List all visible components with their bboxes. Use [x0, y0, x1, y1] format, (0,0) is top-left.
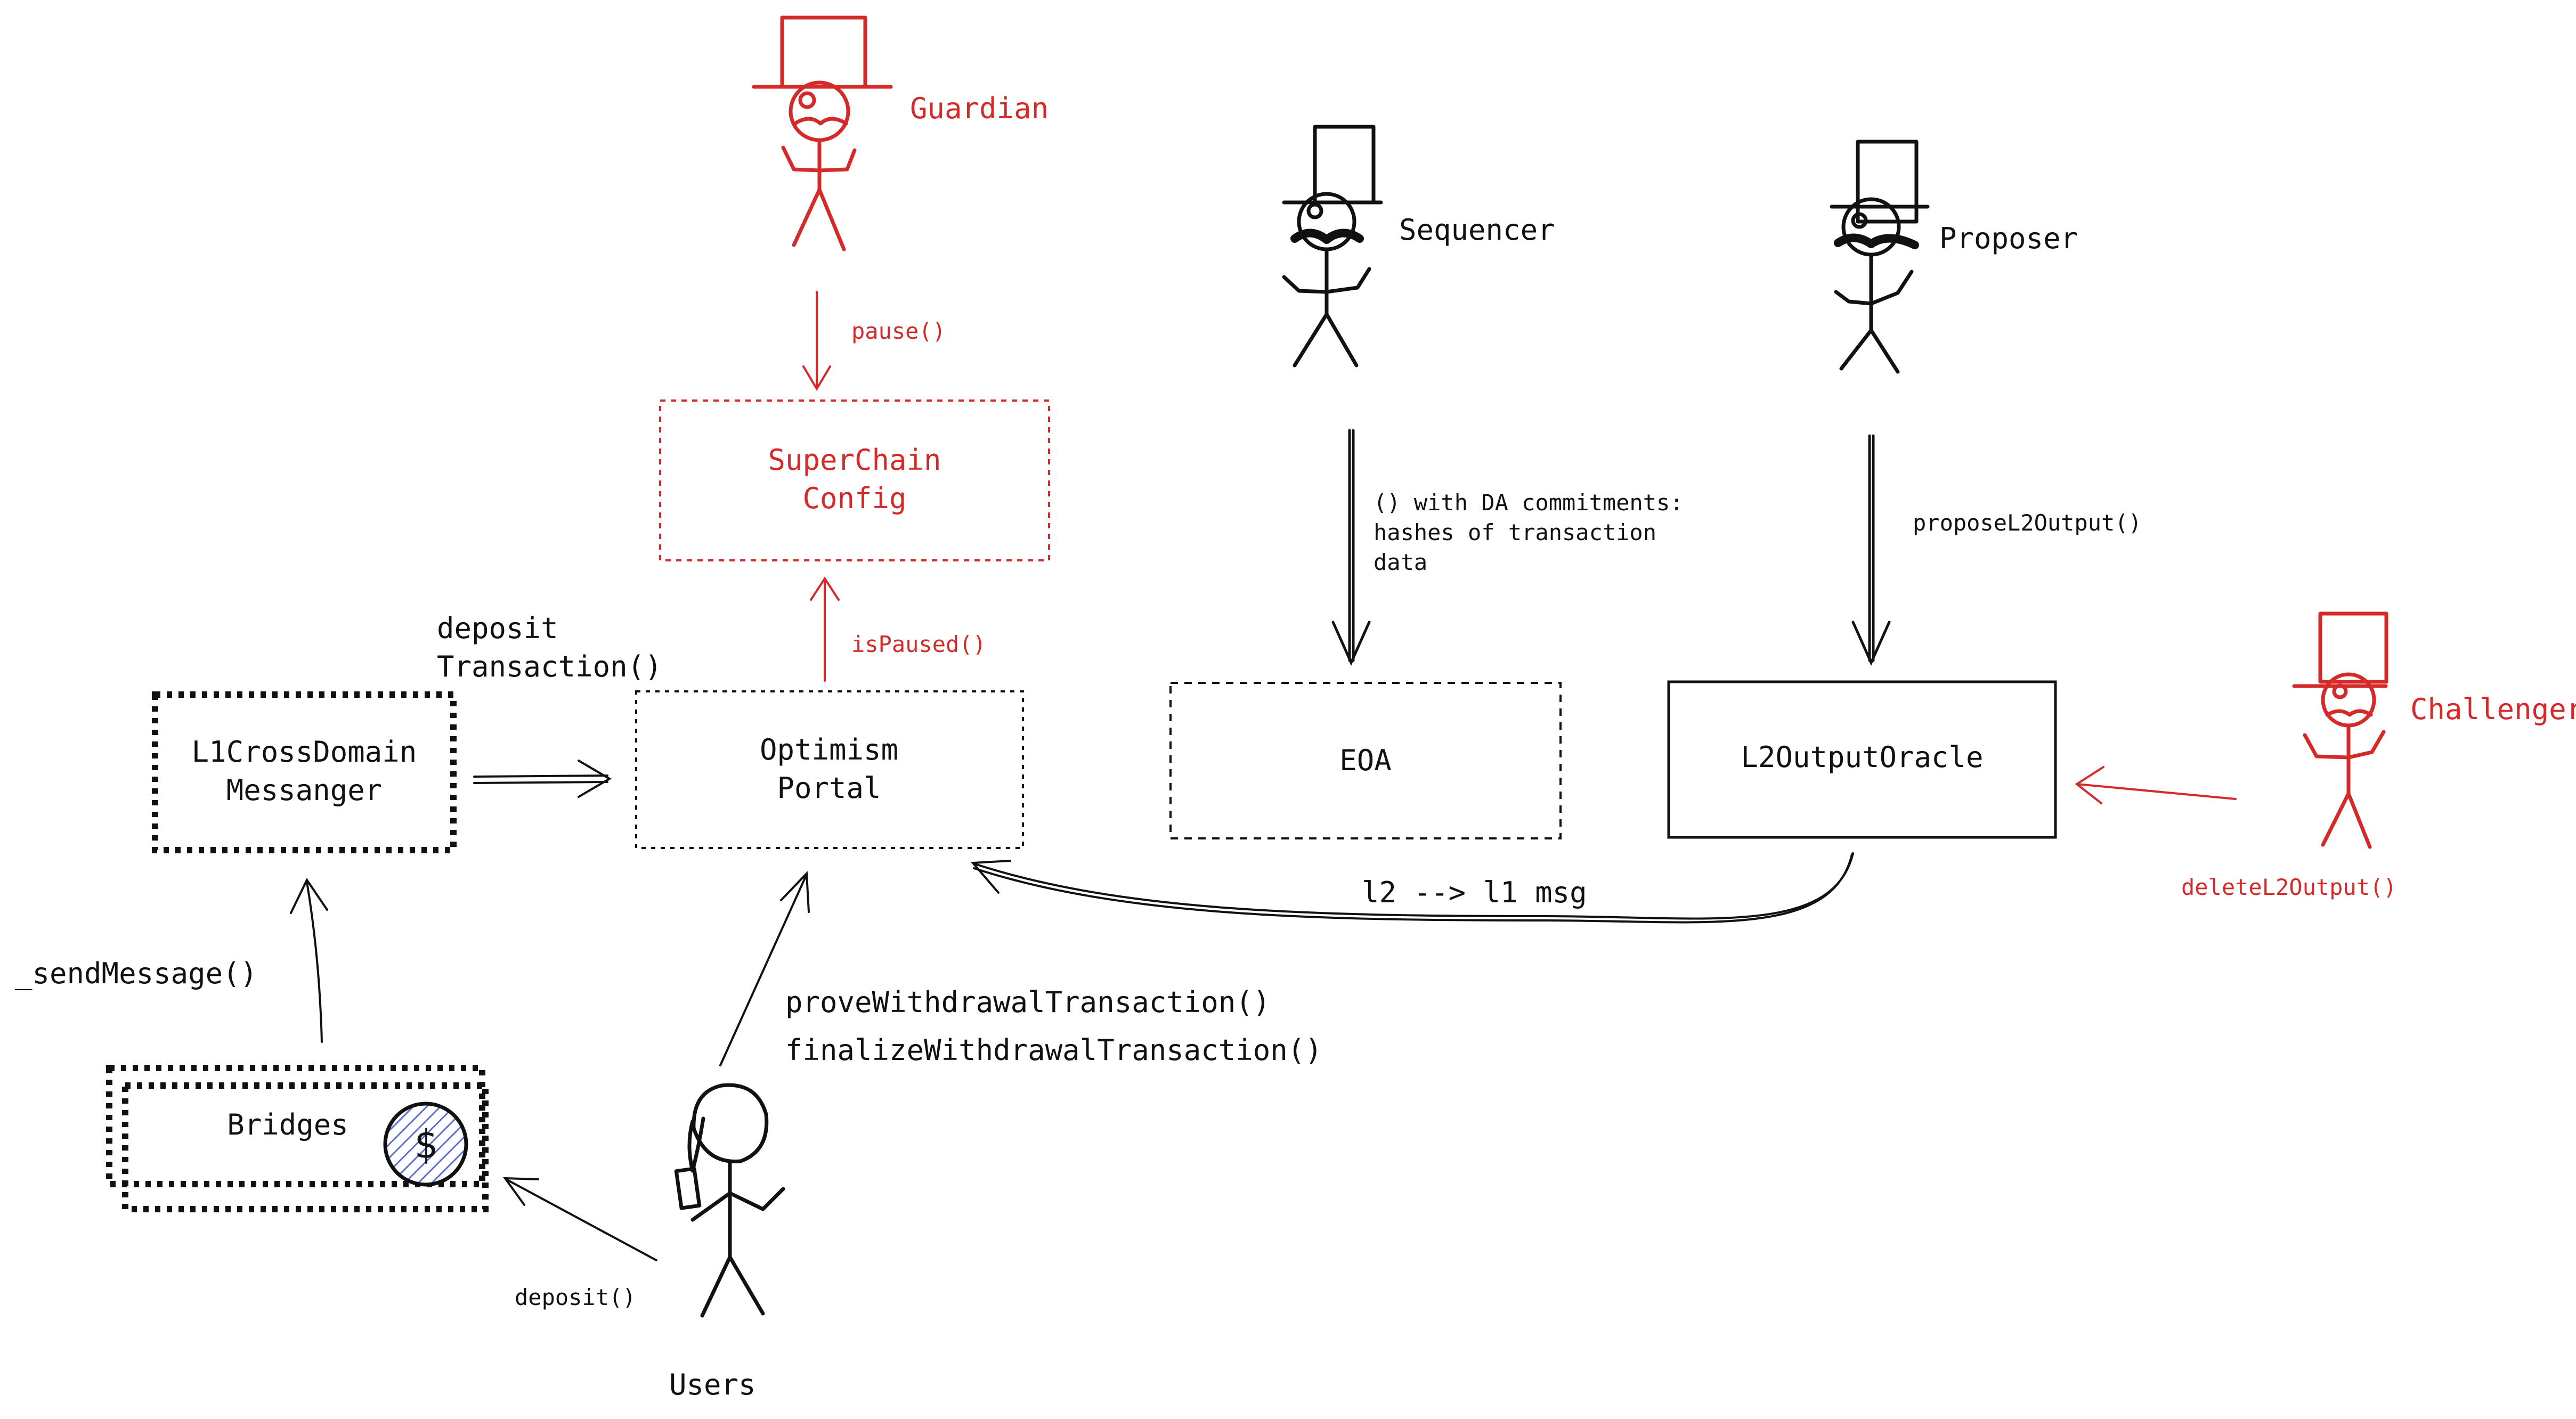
- superchain-config-box[interactable]: [659, 399, 1050, 561]
- propose-l2-output-call-label: proposeL2Output(): [1913, 510, 2142, 536]
- coin-icon: $: [383, 1102, 468, 1187]
- send-message-arrow: [290, 878, 328, 1043]
- eoa-box[interactable]: [1169, 682, 1562, 839]
- prove-withdrawal-call-label: proveWithdrawalTransaction(): [785, 985, 1270, 1019]
- guardian-label: Guardian: [910, 92, 1049, 125]
- withdrawal-arrow: [719, 871, 810, 1066]
- bridges-label: Bridges: [227, 1108, 348, 1141]
- da-commitments-label-line2: hashes of transaction: [1374, 519, 1656, 545]
- is-paused-arrow: [810, 576, 840, 682]
- delete-l2-output-call-label: deleteL2Output(): [2181, 874, 2397, 900]
- sequencer-to-eoa-arrow: [1331, 429, 1371, 666]
- deposit-transaction-label-line1: deposit: [437, 611, 558, 645]
- superchain-config-label-line2: Config: [802, 482, 906, 515]
- deposit-arrow: [503, 1177, 657, 1261]
- l1-cross-domain-messenger-label-line2: Messanger: [226, 773, 383, 807]
- l1-cross-domain-messenger-box[interactable]: [152, 691, 457, 853]
- l2-output-oracle-box[interactable]: [1667, 680, 2057, 839]
- da-commitments-label-line3: data: [1374, 549, 1427, 575]
- users-label: Users: [669, 1368, 756, 1401]
- send-message-call-label: _sendMessage(): [15, 957, 257, 990]
- proposer-figure: [1830, 140, 1930, 374]
- users-figure: [674, 1083, 785, 1318]
- l1-cross-domain-messenger-label-line1: L1CrossDomain: [192, 735, 417, 769]
- optimism-portal-label-line1: Optimism: [760, 733, 898, 766]
- pause-call-label: pause(): [851, 318, 946, 344]
- guardian-figure: [752, 15, 893, 251]
- challenger-to-oracle-arrow: [2075, 766, 2237, 804]
- deposit-transaction-arrow: [473, 760, 612, 798]
- challenger-label: Challenger: [2410, 692, 2576, 726]
- proposer-label: Proposer: [1939, 222, 2078, 255]
- proposer-to-oracle-arrow: [1851, 434, 1891, 666]
- eoa-label: EOA: [1339, 744, 1392, 777]
- deposit-call-label: deposit(): [515, 1284, 636, 1310]
- challenger-figure: [2292, 611, 2388, 849]
- sequencer-figure: [1282, 125, 1383, 368]
- coin-symbol: $: [414, 1122, 438, 1168]
- sequencer-label: Sequencer: [1399, 213, 1555, 247]
- optimism-portal-box[interactable]: [635, 690, 1024, 849]
- l2-output-oracle-label: L2OutputOracle: [1741, 740, 1983, 774]
- superchain-config-label-line1: SuperChain: [768, 443, 941, 477]
- pause-arrow: [802, 291, 831, 391]
- bridges-box-inner: [122, 1082, 489, 1212]
- is-paused-call-label: isPaused(): [851, 631, 986, 657]
- l2-to-l1-msg-label: l2 --> l1 msg: [1362, 876, 1587, 909]
- l2-to-l1-msg-arrow: [970, 852, 1854, 924]
- da-commitments-label-line1: () with DA commitments:: [1374, 490, 1684, 516]
- deposit-transaction-label-line2: Transaction(): [437, 650, 662, 683]
- optimism-portal-label-line2: Portal: [777, 771, 881, 805]
- finalize-withdrawal-call-label: finalizeWithdrawalTransaction(): [785, 1033, 1322, 1067]
